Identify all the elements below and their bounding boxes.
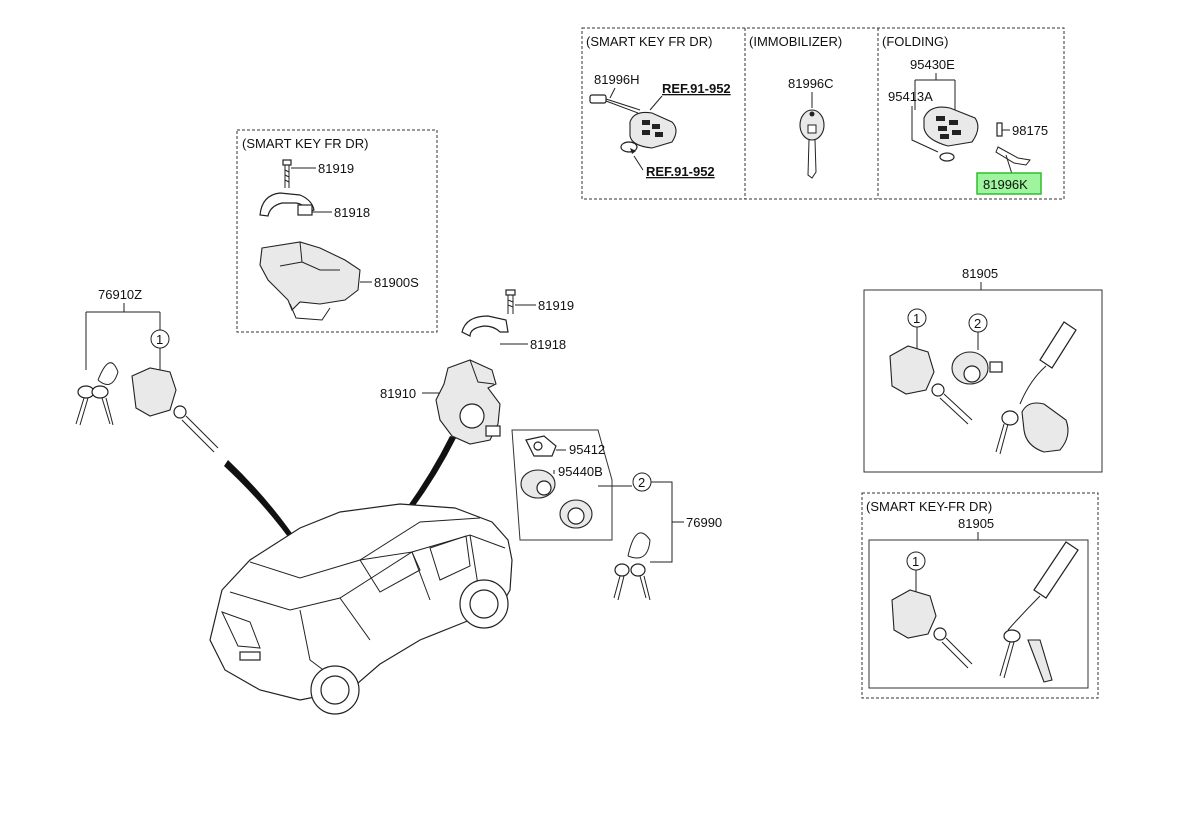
cylinder-set-76990: 95412 95440B 2 76990 xyxy=(511,429,722,601)
box-title-smart-key-right: (SMART KEY-FR DR) xyxy=(866,499,992,514)
clamp-drawing-b xyxy=(461,315,509,337)
smart-key-drawing-right-a xyxy=(995,321,1077,455)
top-kit-group: (SMART KEY FR DR) (IMMOBILIZER) (FOLDING… xyxy=(581,27,1065,200)
part-label-81918-b[interactable]: 81918 xyxy=(530,337,566,352)
ref-label-bottom[interactable]: REF.91-952 xyxy=(646,164,715,179)
immobilizer-key-drawing xyxy=(799,109,825,179)
folding-key-drawing xyxy=(923,106,1031,166)
part-label-98175[interactable]: 98175 xyxy=(1012,123,1048,138)
box-title-smart-key: (SMART KEY FR DR) xyxy=(586,34,712,49)
ignition-cylinder-drawing-right xyxy=(951,351,1003,385)
part-label-81919-b[interactable]: 81919 xyxy=(538,298,574,313)
lock-body-drawing xyxy=(259,241,361,321)
box-title-folding: (FOLDING) xyxy=(882,34,948,49)
clamp-drawing xyxy=(259,192,315,217)
door-cylinder-drawing-left xyxy=(131,367,219,453)
door-cylinder-drawing-right-a xyxy=(889,345,973,425)
callout-2-mid: 2 xyxy=(638,475,645,490)
bolt-drawing-b xyxy=(505,289,516,314)
box-81905-top: 81905 1 2 xyxy=(863,266,1103,473)
smart-key-fr-dr-box: (SMART KEY FR DR) 81919 81918 81900S xyxy=(236,129,438,333)
part-label-81919-a[interactable]: 81919 xyxy=(318,161,354,176)
box-title-smart-key-mid: (SMART KEY FR DR) xyxy=(242,136,368,151)
part-label-81996K[interactable]: 81996K xyxy=(983,177,1028,192)
callout-1-left: 1 xyxy=(156,332,163,347)
part-label-76910Z[interactable]: 76910Z xyxy=(98,287,142,302)
part-label-95430E[interactable]: 95430E xyxy=(910,57,955,72)
part-label-95440B[interactable]: 95440B xyxy=(558,464,603,479)
box-title-immobilizer: (IMMOBILIZER) xyxy=(749,34,842,49)
part-label-81910[interactable]: 81910 xyxy=(380,386,416,401)
part-label-81918-a[interactable]: 81918 xyxy=(334,205,370,220)
ref-label-top[interactable]: REF.91-952 xyxy=(662,81,731,96)
callout-1-right-b: 1 xyxy=(912,554,919,569)
part-label-81996H[interactable]: 81996H xyxy=(594,72,640,87)
bolt-drawing xyxy=(282,159,292,188)
ignition-lock-group: 81919 81918 81910 xyxy=(380,289,574,445)
part-label-81996C[interactable]: 81996C xyxy=(788,76,834,91)
part-label-81905-b[interactable]: 81905 xyxy=(958,516,994,531)
part-label-76990[interactable]: 76990 xyxy=(686,515,722,530)
cylinder-cap-drawing xyxy=(525,435,557,457)
ring-drawing xyxy=(559,499,593,529)
part-label-81900S[interactable]: 81900S xyxy=(374,275,419,290)
callout-2-right: 2 xyxy=(974,316,981,331)
leader-arrow-left xyxy=(224,460,300,548)
smart-key-fob-drawing xyxy=(620,111,677,153)
highlight-81996K xyxy=(976,172,1042,195)
door-lock-set-76910Z: 76910Z 1 xyxy=(75,287,219,453)
part-label-95413A[interactable]: 95413A xyxy=(888,89,933,104)
smart-key-drawing-right-b xyxy=(999,541,1079,683)
ignition-housing-drawing xyxy=(435,359,501,445)
key-cylinder-drawing xyxy=(520,469,556,499)
keys-drawing-mid xyxy=(613,532,651,601)
keys-drawing-left xyxy=(75,362,119,426)
part-label-95412[interactable]: 95412 xyxy=(569,442,605,457)
callout-1-right-a: 1 xyxy=(913,311,920,326)
box-smart-key-fr-dr-right: (SMART KEY-FR DR) 81905 1 xyxy=(861,492,1099,699)
part-label-81905-a[interactable]: 81905 xyxy=(962,266,998,281)
door-cylinder-drawing-right-b xyxy=(891,589,973,669)
emergency-key-drawing xyxy=(589,94,641,114)
car-illustration xyxy=(209,503,513,715)
